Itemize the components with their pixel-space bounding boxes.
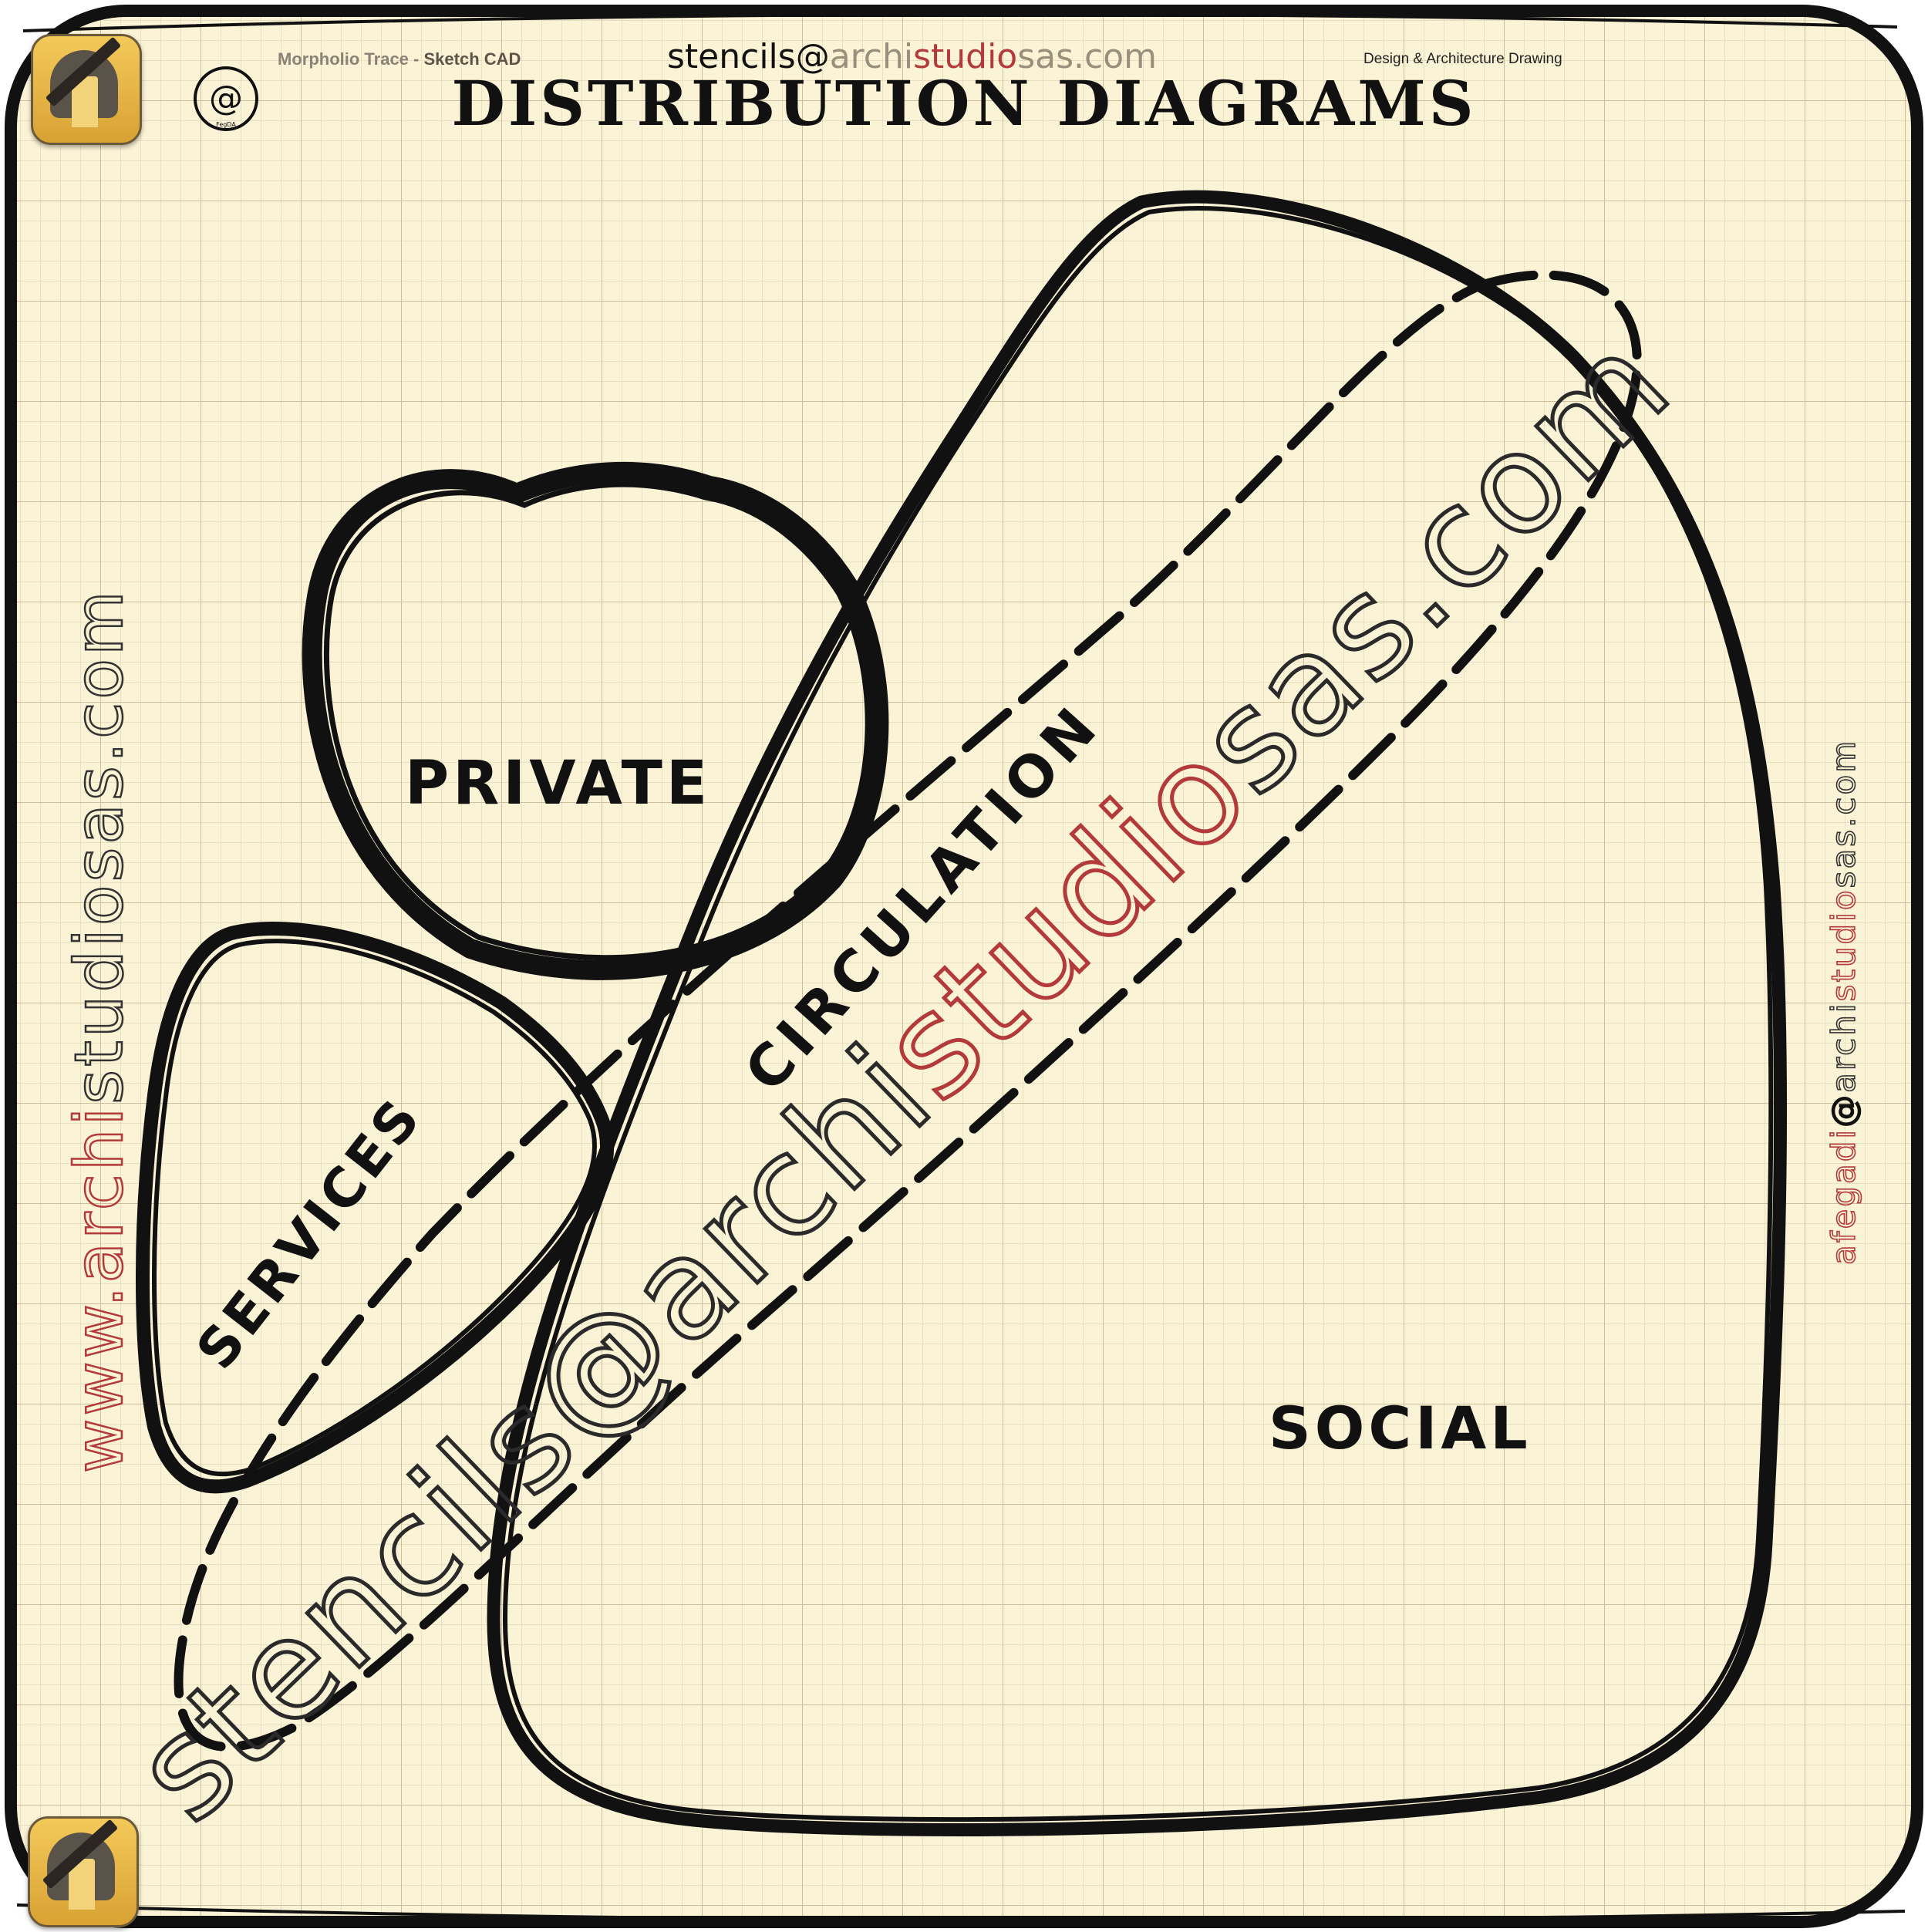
zone-label-private: PRIVATE [405,749,711,818]
watermark-right-vertical: afegadi@archistudiosas.com [1825,739,1862,1265]
zone-circulation-outline [174,270,1642,1752]
app-logo-icon [28,1816,139,1927]
header-email: stencils@archistudiosas.com [667,37,1157,76]
zone-services-outline [136,922,615,1494]
svg-text:@: @ [209,79,243,118]
zone-label-social: SOCIAL [1269,1394,1532,1462]
svg-text:FegDA: FegDA [216,121,236,128]
page-title: DISTRIBUTION DIAGRAMS [451,67,1476,140]
zone-social-outline [487,190,1788,1836]
app-logo-icon [31,34,142,145]
software-name: Morpholio Trace - Sketch CAD [278,49,521,69]
at-stamp-icon: @ FegDA [194,66,258,131]
header-tagline: Design & Architecture Drawing [1363,51,1562,67]
watermark-left-vertical: www.archistudiosas.com [61,588,138,1473]
zone-private-outline [302,461,889,980]
